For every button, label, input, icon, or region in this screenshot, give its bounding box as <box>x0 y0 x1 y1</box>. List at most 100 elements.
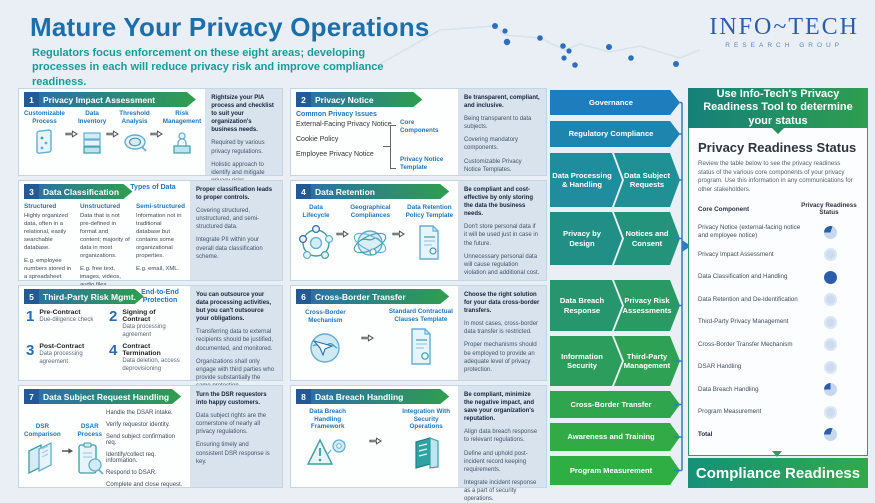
harvey-ball-icon <box>824 225 838 239</box>
pipeline-privacy-risk-assessments: Privacy Risk Assessments <box>614 280 680 331</box>
harvey-ball-icon <box>824 270 838 284</box>
item-title: Post-Contract <box>39 343 85 350</box>
section-title: Third-Party Risk Mgmt. <box>43 291 137 302</box>
arrow-icon <box>150 130 163 138</box>
section-number: 6 <box>296 289 311 304</box>
section-title: Data Breach Handling <box>315 391 404 402</box>
item-number: 1 <box>26 308 35 325</box>
step-label: Cross-Border Mechanism <box>305 309 346 324</box>
logo-wordmark: Info~Tech <box>709 14 859 40</box>
pipeline-program-measurement: Program Measurement <box>550 456 680 485</box>
privacy-issue: Employee Privacy Notice <box>296 151 374 158</box>
item-desc: Data deletion, access deprovisioning <box>122 358 180 372</box>
section-privacy-impact-assessment: 1 Privacy Impact Assessment Customizable… <box>18 88 283 205</box>
logo-tagline: RESEARCH GROUP <box>725 42 844 49</box>
arrow-icon <box>369 437 383 445</box>
pipeline-information-security: Information Security <box>550 336 622 386</box>
step-label: Integration With Security Operations <box>402 408 451 431</box>
readiness-card-title: Privacy Readiness Status <box>698 140 857 155</box>
harvey-ball-icon <box>824 383 838 397</box>
section-1-notes: Rightsize your PIA process and checklist… <box>205 89 282 205</box>
readiness-row: Data Retention and De-Identification <box>698 288 858 311</box>
section-data-classification: 3 Data Classification Types of Data Stru… <box>18 180 283 288</box>
pipeline-data-subject-requests: Data Subject Requests <box>614 153 680 207</box>
section-title: Data Subject Request Handling <box>43 391 170 402</box>
arrow-icon <box>361 334 374 342</box>
item-title: Pre-Contract <box>39 309 81 316</box>
section-third-party-risk: 5 Third-Party Risk Mgmt. End-to-End Prot… <box>18 285 283 389</box>
privacy-issue: External-Facing Privacy Notice <box>296 121 392 128</box>
header-pointer-icon <box>772 128 784 134</box>
section-data-breach-handling: 8 Data Breach Handling Data Breach Handl… <box>290 385 547 502</box>
semi-structured-desc: Information not in traditional database … <box>136 213 182 259</box>
step-label: Risk Management <box>162 110 202 125</box>
pipeline-third-party-management: Third-Party Management <box>614 336 680 386</box>
readiness-row: Program Measurement <box>698 401 858 424</box>
section-number: 4 <box>296 184 311 199</box>
types-of-data-label: Types of Data <box>130 184 176 191</box>
step-label: DSR Comparison <box>24 422 61 438</box>
item-title: Signing of Contract <box>122 309 156 323</box>
footer-pointer-icon <box>772 451 782 457</box>
section-6-notes: Choose the right solution for your data … <box>458 286 546 380</box>
section-7-banner: 7 Data Subject Request Handling <box>24 389 181 404</box>
core-component-column-header: Core Component <box>698 205 750 213</box>
structured-example: E.g. employee numbers stored in a spread… <box>24 257 72 280</box>
section-title: Privacy Notice <box>315 94 374 105</box>
section-8-notes: Be compliant, minimize the negative impa… <box>458 386 546 502</box>
security-operations-icon <box>415 436 439 469</box>
dsar-process-icon <box>78 442 104 475</box>
readiness-row: Privacy Notice (external-facing notice a… <box>698 221 858 244</box>
item-desc: Data processing agreement <box>122 324 166 338</box>
arrow-icon <box>61 448 73 454</box>
section-4-notes: Be compliant and cost-effective by only … <box>458 181 546 280</box>
page-title: Mature Your Privacy Operations <box>30 12 430 42</box>
section-number: 2 <box>296 92 311 107</box>
readiness-intro: Review the table below to see the privac… <box>698 160 853 194</box>
arrow-icon <box>392 230 405 238</box>
infotech-logo: Info~Tech RESEARCH GROUP <box>709 14 859 49</box>
item-desc: Data processing agreement <box>39 351 83 365</box>
section-title: Privacy Impact Assessment <box>43 94 156 105</box>
unstructured-header: Unstructured <box>80 203 121 210</box>
section-5-notes: You can outsource your data processing a… <box>190 286 282 389</box>
readiness-status-column-header: Privacy Readiness Status <box>801 201 857 217</box>
pipeline-notices-and-consent: Notices and Consent <box>614 212 680 265</box>
item-title: Contract Termination <box>122 343 161 357</box>
readiness-tool-header: Use Info-Tech's Privacy Readiness Tool t… <box>688 88 868 128</box>
structured-header: Structured <box>24 203 57 210</box>
section-cross-border-transfer: 6 Cross-Border Transfer Cross-Border Mec… <box>290 285 547 381</box>
policy-template-icon <box>419 225 440 260</box>
section-7-notes: Turn the DSR requestors into happy custo… <box>190 386 282 487</box>
dsr-comparison-icon <box>28 441 53 475</box>
section-number: 1 <box>24 92 39 107</box>
step-label: Data Lifecycle <box>302 204 330 219</box>
dsar-step: Respond to DSAR. <box>106 470 157 476</box>
data-lifecycle-icon <box>298 225 334 260</box>
item-number: 3 <box>26 342 35 359</box>
step-label: Data Inventory <box>77 110 107 125</box>
readiness-total-row: Total <box>698 423 858 446</box>
section-4-banner: 4 Data Retention <box>296 184 449 199</box>
semi-structured-header: Semi-structured <box>136 203 186 210</box>
risk-management-icon <box>173 132 191 154</box>
section-3-notes: Proper classification leads to proper co… <box>190 181 282 280</box>
dot-network-decoration <box>380 23 700 68</box>
contract-clauses-icon <box>411 328 431 365</box>
harvey-ball-icon <box>824 360 838 374</box>
unstructured-desc: Data that is not pre-defined in format a… <box>80 213 130 259</box>
arrow-icon <box>106 130 120 138</box>
section-title: Data Classification <box>43 186 120 197</box>
item-number: 4 <box>109 342 118 359</box>
step-label: DSAR Process <box>77 422 102 438</box>
section-number: 7 <box>24 389 39 404</box>
breach-framework-icon <box>306 438 346 465</box>
pipeline-data-breach-response: Data Breach Response <box>550 280 622 331</box>
harvey-ball-icon <box>824 338 838 352</box>
section-1-banner: 1 Privacy Impact Assessment <box>24 92 196 107</box>
threshold-analysis-icon <box>123 134 147 152</box>
harvey-ball-icon <box>824 248 838 262</box>
privacy-notice-template-label: Privacy Notice Template <box>400 156 444 171</box>
connector-lines <box>674 101 691 472</box>
section-title: Cross-Border Transfer <box>315 291 406 302</box>
